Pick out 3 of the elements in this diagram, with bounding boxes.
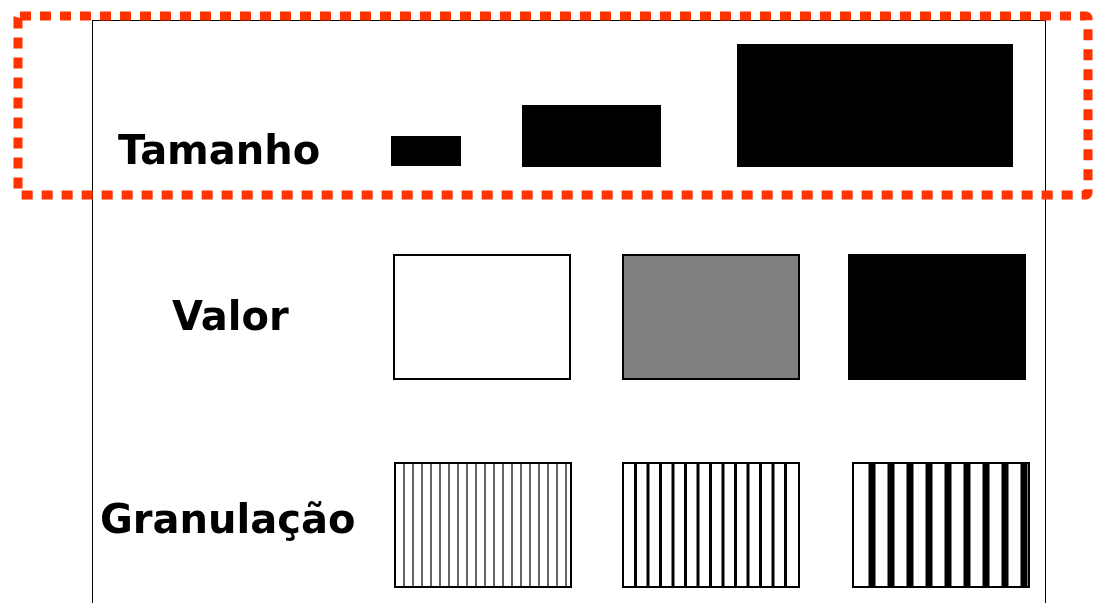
row-label: Valor: [172, 296, 289, 336]
row-label: Granulação: [100, 499, 356, 539]
row-label: Tamanho: [118, 130, 321, 170]
